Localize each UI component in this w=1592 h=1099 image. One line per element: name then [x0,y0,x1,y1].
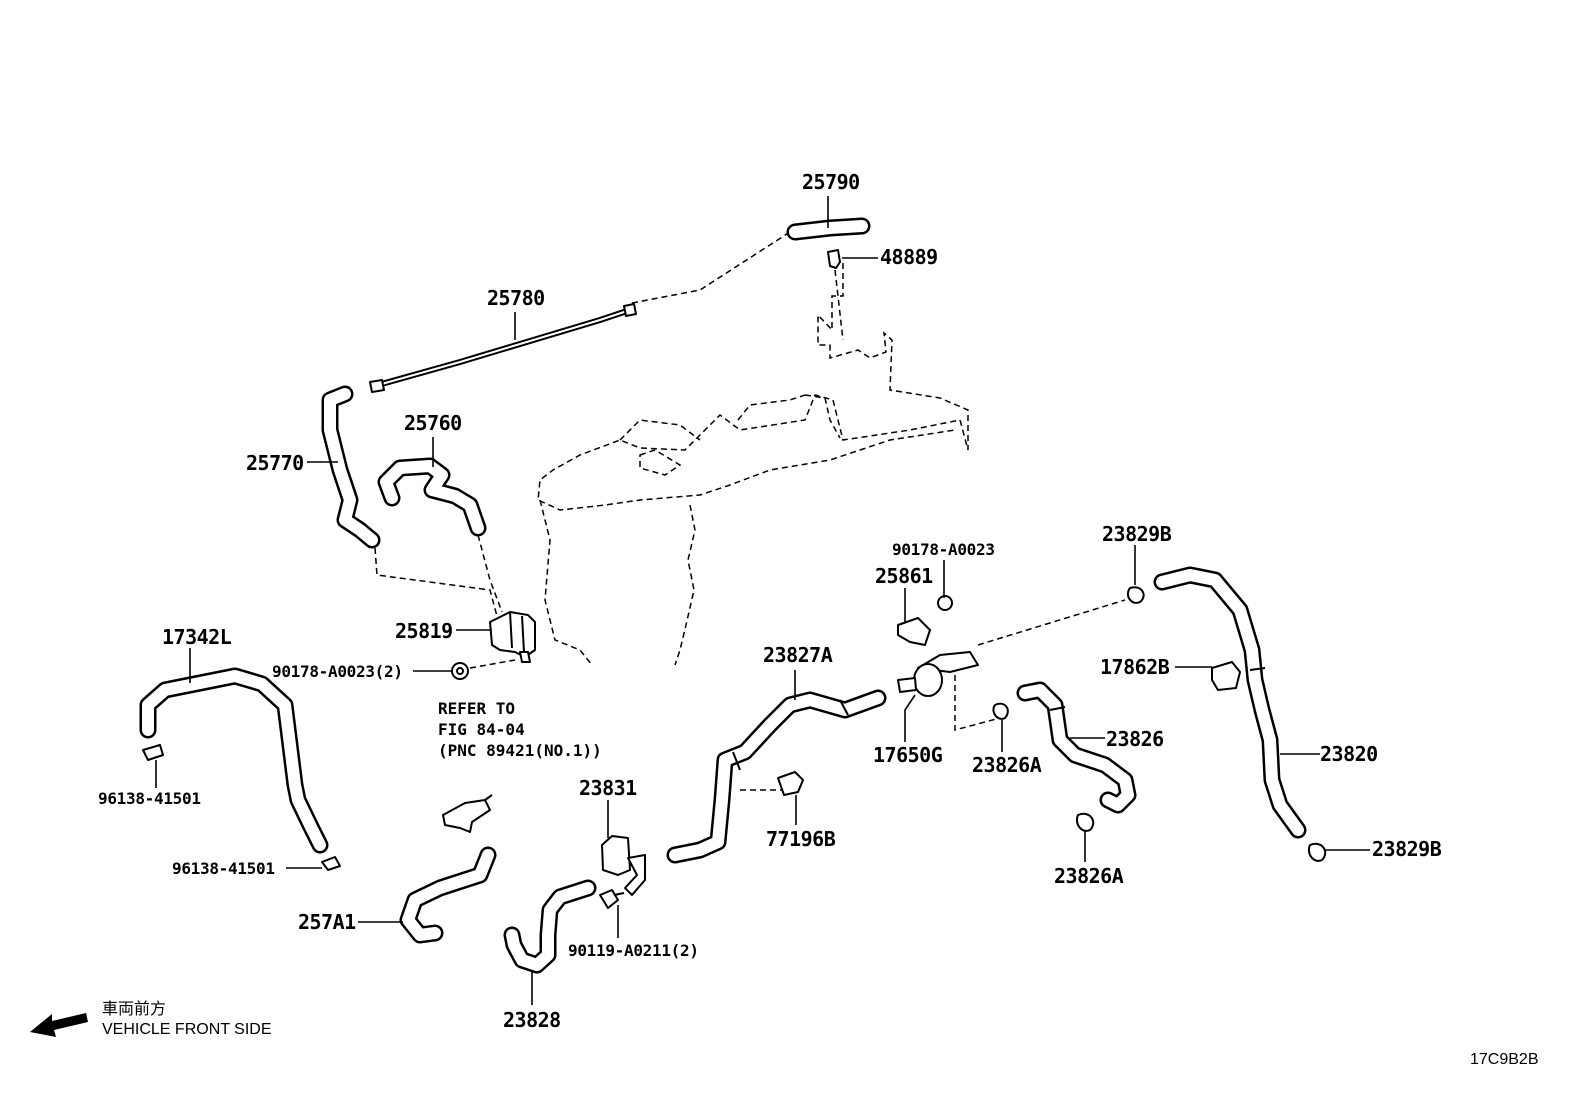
arrow-left-down-icon [30,1013,88,1037]
label-90119-a0211-2: 90119-A0211(2) [568,941,699,960]
label-23829b-b: 23829B [1372,837,1442,861]
clip-48889 [827,249,841,269]
clamp-23826A-b [1076,812,1095,832]
label-96138-41501-a: 96138-41501 [98,789,201,808]
label-48889: 48889 [880,245,938,269]
refer-note: REFER TO FIG 84-04 (PNC 89421(NO.1)) [438,699,602,760]
hose-17342L [139,667,329,854]
hose-257A1 [399,846,497,944]
clamp-23829B-b [1308,842,1327,862]
label-23826a-b: 23826A [1054,864,1124,888]
label-23826a-a: 23826A [972,753,1042,777]
label-25861: 25861 [875,564,933,588]
connection-lines [374,231,1126,791]
bolt-90119 [599,889,625,909]
hose-25780 [369,303,637,393]
label-23826: 23826 [1106,727,1164,751]
label-77196b: 77196B [766,827,836,851]
label-23827a: 23827A [763,643,833,667]
clip-96138-a [142,744,164,761]
hose-23820 [1153,566,1307,839]
refer-line-1: REFER TO [438,699,515,718]
label-25770: 25770 [246,451,304,475]
vsv-23831 [601,835,646,896]
hose-23827A [666,689,887,864]
vehicle-direction: 車両前方 VEHICLE FRONT SIDE [30,1000,272,1038]
clamp-77196B [777,771,804,796]
label-23831: 23831 [579,776,637,800]
label-25819: 25819 [395,619,453,643]
label-23820: 23820 [1320,742,1378,766]
direction-en: VEHICLE FRONT SIDE [102,1021,272,1038]
engine-outline [537,263,969,666]
nut-90178-2 [451,662,469,680]
label-257a1: 257A1 [298,910,356,934]
leader-lines [155,196,1370,1005]
clamp-23826A-a [992,702,1009,720]
label-23829b-a: 23829B [1102,522,1172,546]
label-25790: 25790 [802,170,860,194]
part-labels: 25790 48889 25780 25770 25760 25819 9017… [98,170,1442,1032]
vsv-17650G [897,651,979,697]
clamp-23829B-a [1126,586,1145,604]
refer-line-2: FIG 84-04 [438,720,525,739]
hose-23828 [503,879,597,974]
label-17862b: 17862B [1100,655,1170,679]
label-17650g: 17650G [873,743,943,767]
hose-23826 [1016,681,1137,814]
label-17342l: 17342L [162,625,232,649]
bracket-17862B [1211,661,1241,691]
hose-25770 [321,385,381,549]
label-23828: 23828 [503,1008,561,1032]
figure-code: 17C9B2B [1470,1051,1539,1068]
label-25780: 25780 [487,286,545,310]
sensor-89421 [442,794,493,833]
vsv-25819 [489,611,536,663]
label-90178-a0023: 90178-A0023 [892,540,995,559]
bracket-25861 [897,617,931,646]
refer-line-3: (PNC 89421(NO.1)) [438,741,602,760]
label-96138-41501-b: 96138-41501 [172,859,275,878]
nut-90178 [937,595,953,611]
label-90178-a0023-2: 90178-A0023(2) [272,662,403,681]
hose-25790 [786,217,871,241]
hose-25760 [377,457,487,537]
clip-96138-b [321,856,341,871]
direction-jp: 車両前方 [102,1000,166,1018]
label-25760: 25760 [404,411,462,435]
